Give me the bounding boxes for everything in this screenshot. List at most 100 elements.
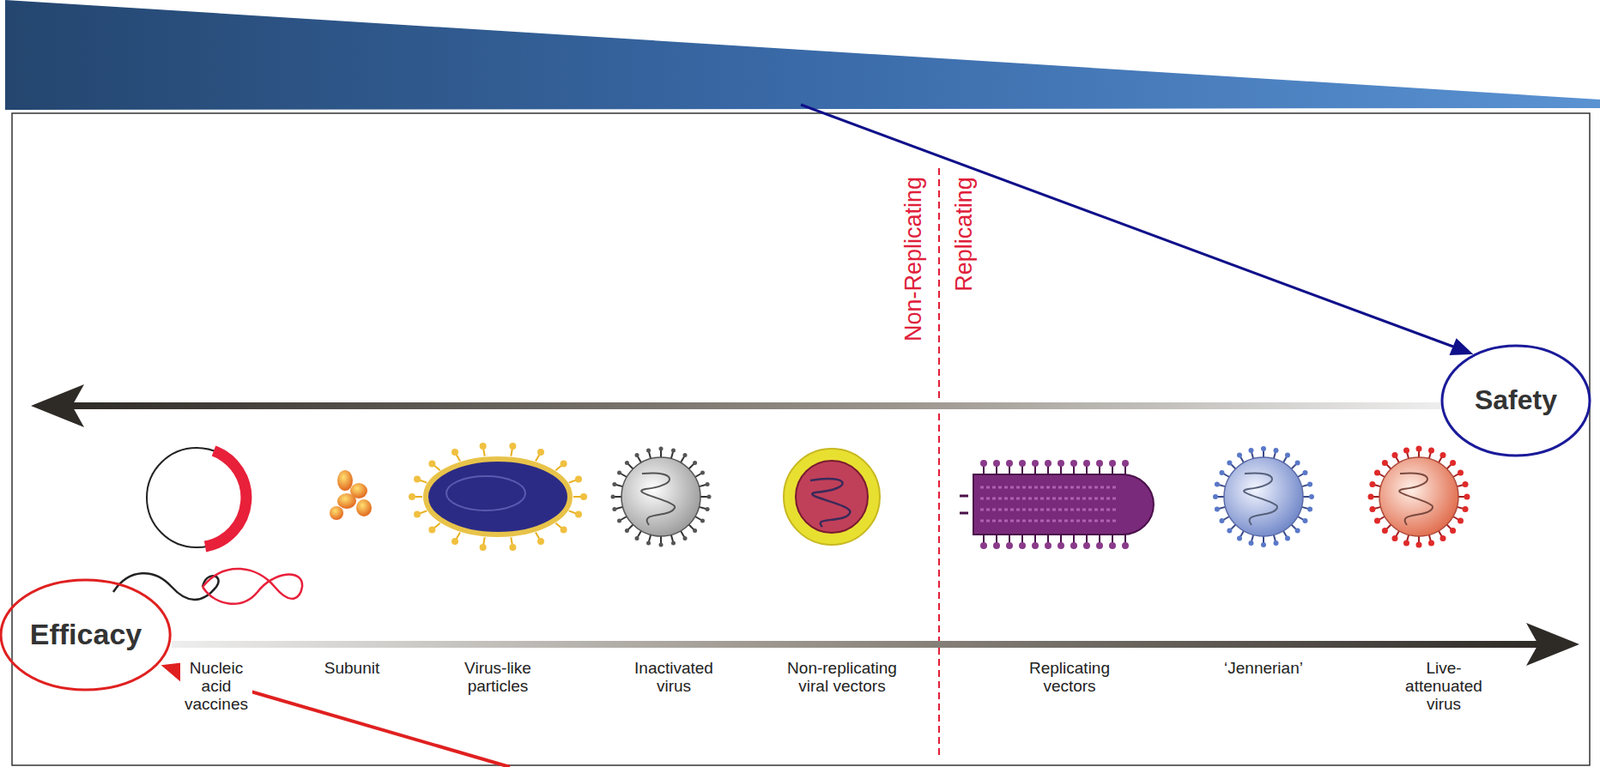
spike-knob [1403,540,1410,547]
spike-knob [1096,460,1104,467]
spike-knob [1018,460,1026,467]
spike-knob [1031,542,1039,550]
efficacy-axis [171,641,1540,649]
rod-stripe [980,486,1116,490]
region-label: Replicating [951,176,977,292]
spike-knob [1083,542,1091,550]
spike-knob [1368,494,1375,501]
rod-stripes [959,487,1116,522]
protein-blob [337,470,353,491]
spike-knob [560,460,568,467]
divider-line [938,168,940,759]
frame [12,113,1590,766]
spike-knob [1302,470,1308,476]
vlp-core [446,476,526,511]
spike-knob [575,475,582,483]
spike-knob [705,482,710,487]
spike-knob [1248,540,1255,546]
spike-knob [1462,506,1469,513]
genome [1399,472,1433,526]
spike-knob [1440,452,1447,459]
efficacy-axis-head [1526,623,1580,667]
plasmid-insert [205,451,247,548]
spike-knob [560,527,568,534]
vlp-body [425,459,570,535]
spike-knob [1070,542,1078,550]
spike-knob [1462,481,1469,488]
spike-knob [428,460,436,467]
spike-knob [1236,453,1243,459]
spike-knob [1018,542,1026,550]
inactivated-virus-icon [621,457,701,537]
spike-knob [451,448,459,456]
spike-knob [692,460,697,466]
rod-stripe [980,509,1116,512]
spike-knob [612,507,617,512]
spike-knob [1214,506,1220,512]
spike-knob [509,442,516,450]
rod-stripe [980,497,1116,501]
spike-knob [1121,460,1129,467]
spike-knob [1219,518,1225,524]
spike-knob [509,544,516,552]
spike-knob [671,541,676,546]
spike-knob [1416,446,1423,453]
spike-knob [1226,460,1232,466]
rod-body [973,474,1154,535]
spike-knob [659,543,664,548]
spike-knob [624,528,630,534]
spike-knob [1272,540,1279,546]
spike-knob [993,460,1000,467]
protein-blob [329,506,344,521]
genome [810,478,850,528]
spike-knob [617,471,622,476]
spike-knob [408,493,416,501]
spike-knob [1006,542,1013,550]
rod-stripe [980,520,1116,523]
spike-knob [451,538,459,546]
spike-knob [1457,470,1464,477]
spike-knob [1392,452,1399,459]
spike-knob [1457,518,1464,525]
spike-knob [1307,482,1313,488]
rod-tail [959,512,969,516]
spike-knob [1374,470,1381,477]
spike-knob [1295,460,1301,466]
leader-line [800,104,1454,347]
spike-knob [1236,535,1243,541]
spike-knob [1083,460,1091,467]
circle-outline [1442,345,1590,456]
replicating-vector-icon [959,474,1154,535]
jennerian-icon [1224,457,1304,537]
spike-knob [1109,542,1116,550]
safety-axis-head [30,384,85,428]
genome [1243,472,1278,526]
spike-knob [1416,542,1423,549]
leader-arrowhead [1450,339,1472,355]
subunit-icon [329,470,372,521]
spike-knob [993,542,1000,550]
spike-knob [479,544,487,552]
spike-knob [1284,535,1291,541]
region-label: Non-Replicating [900,176,927,342]
spike-knob [646,541,651,546]
spike-knob [413,475,421,483]
spike-knob [1248,448,1255,454]
axis-label: Safety [1474,385,1558,416]
spike-knob [537,448,545,456]
non-replicating-vector-icon [783,448,880,546]
axis-label: Efficacy [30,618,142,651]
spike-knob [1057,542,1065,550]
rod-tail [959,495,969,498]
plasmid-ring [146,448,247,548]
spike-knob [580,493,588,501]
vaccine-type-label: ‘Jennerian’ [1212,659,1316,678]
vaccine-type-label: Live-attenuated virus [1395,659,1492,714]
spike-knob [413,511,421,519]
spike-knob [692,528,697,534]
spike-knob [428,527,436,534]
plasmid-icon [113,448,303,605]
spike-knob [612,482,617,487]
spike-knob [1219,470,1225,476]
spike-knob [1044,460,1052,467]
